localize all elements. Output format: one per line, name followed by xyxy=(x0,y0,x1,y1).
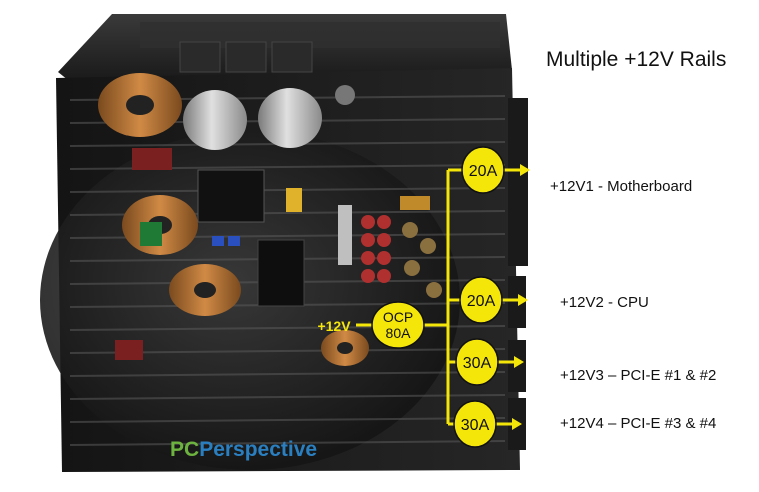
film-capacitor xyxy=(132,148,172,170)
internal-components xyxy=(98,41,442,366)
rail-1-arrowhead xyxy=(520,164,530,176)
vent-slat xyxy=(69,440,506,446)
film-capacitor xyxy=(115,340,143,360)
diagram-title: Multiple +12V Rails xyxy=(546,48,727,71)
vent-slat xyxy=(69,325,506,331)
rail-3-arrowhead xyxy=(514,356,524,368)
connector-tab xyxy=(508,276,526,328)
small-capacitor xyxy=(335,85,355,105)
ocp-line2: 80A xyxy=(386,325,412,341)
rail-1-amps-ellipse xyxy=(461,146,505,194)
toroid-coil-hole xyxy=(126,95,154,115)
rail-2-label: +12V2 - CPU xyxy=(560,294,649,311)
yellow-component xyxy=(286,188,302,212)
vent-slat xyxy=(69,417,506,423)
rail-3-label: +12V3 – PCI-E #1 & #2 xyxy=(560,367,717,384)
ocp-ellipse xyxy=(371,301,425,349)
capacitor-bank xyxy=(338,196,442,298)
rail-1-amps: 20A xyxy=(469,163,498,180)
brand-part-pc: PC xyxy=(170,438,200,461)
bulk-capacitor xyxy=(183,90,247,150)
rail-2-amps: 20A xyxy=(467,293,496,310)
rail-4-amps: 30A xyxy=(461,417,490,434)
rail-1-label: +12V1 - Motherboard xyxy=(550,178,693,195)
transformer xyxy=(257,239,305,307)
blue-component xyxy=(212,236,224,246)
bulk-capacitor xyxy=(258,88,322,148)
heatsink xyxy=(271,41,313,73)
toroid-coil-hole xyxy=(337,342,353,354)
vent-slat xyxy=(69,371,506,377)
connector-tab xyxy=(508,98,528,266)
ocp-line1: OCP xyxy=(383,309,413,325)
toroid-coil-hole xyxy=(194,282,216,298)
connector-tabs xyxy=(508,98,528,450)
blue-component xyxy=(228,236,240,246)
green-component xyxy=(140,222,162,246)
heatsink xyxy=(179,41,221,73)
heatsink xyxy=(225,41,267,73)
vent-slat xyxy=(69,394,506,400)
transformer xyxy=(197,169,265,223)
rail-4-label: +12V4 – PCI-E #3 & #4 xyxy=(560,415,717,432)
annotation-lines xyxy=(356,168,522,426)
brand-logo: PCPerspective xyxy=(170,438,317,462)
rail-4-amps-ellipse xyxy=(453,400,497,448)
arrowheads xyxy=(512,164,530,430)
rail-3-amps-ellipse xyxy=(455,338,499,386)
source-label: +12V xyxy=(317,318,351,334)
rail-4-arrowhead xyxy=(512,418,522,430)
rail-3-amps: 30A xyxy=(463,355,492,372)
rail-2-amps-ellipse xyxy=(459,276,503,324)
brand-part-perspective: Perspective xyxy=(199,438,318,461)
rail-2-arrowhead xyxy=(518,294,528,306)
